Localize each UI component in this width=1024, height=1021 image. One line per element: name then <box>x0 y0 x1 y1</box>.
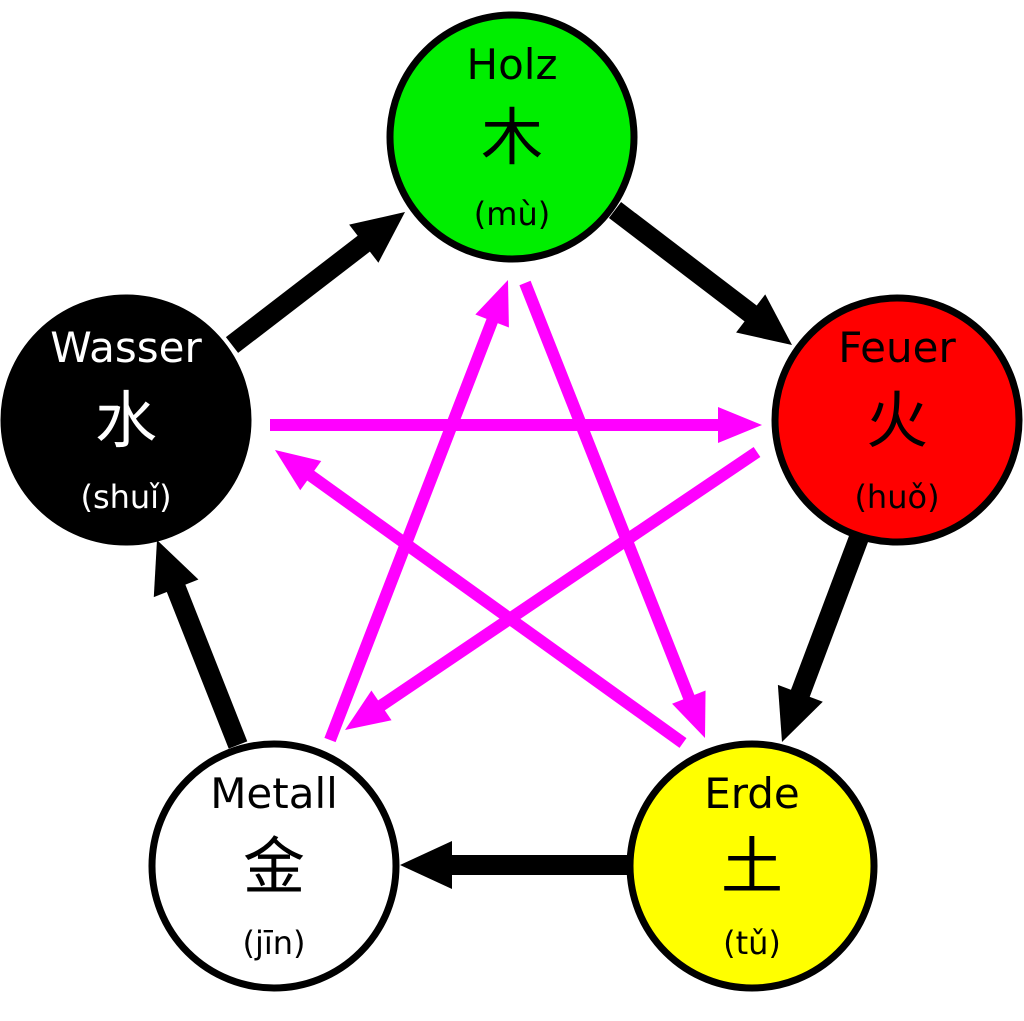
element-pinyin: (jīn) <box>242 924 305 962</box>
generating-arrow-metall-wasser-head <box>153 540 199 598</box>
element-circle-wasser <box>0 294 252 546</box>
controlling-cycle-arrows <box>270 280 762 748</box>
generating-arrow-erde-metall-head <box>400 841 452 889</box>
element-pinyin: (huǒ) <box>854 478 939 516</box>
generating-arrow-erde-metall <box>400 841 630 889</box>
controlling-arrow-metall-holz <box>324 280 509 743</box>
element-hanzi: 木 <box>481 101 543 174</box>
element-name: Erde <box>704 769 800 818</box>
controlling-arrow-metall-holz-head <box>475 280 509 328</box>
controlling-arrow-erde-wasser-head <box>275 450 322 491</box>
generating-arrow-feuer-erde <box>777 531 870 742</box>
generating-arrow-holz-feuer-shaft <box>608 202 759 323</box>
controlling-arrow-wasser-feuer-head <box>718 407 762 443</box>
generating-arrow-wasser-holz-head <box>349 212 405 263</box>
generating-arrow-feuer-erde-head <box>777 684 823 742</box>
element-pinyin: (mù) <box>474 195 550 233</box>
element-circle-holz <box>386 11 638 263</box>
element-name: Wasser <box>50 323 202 372</box>
generating-arrow-metall-wasser-shaft <box>166 582 248 749</box>
controlling-arrow-feuer-metall-shaft <box>376 447 761 712</box>
generating-cycle-arrows <box>153 202 870 889</box>
element-hanzi: 金 <box>243 830 305 903</box>
element-circle-metall <box>148 740 400 992</box>
element-node-erde: Erde 土 (tǔ) <box>626 740 878 992</box>
element-nodes: Holz 木 (mù) Feuer 火 (huǒ) Erde 土 (tǔ) Metall 金 (jīn… <box>0 11 1023 992</box>
element-node-metall: Metall 金 (jīn) <box>148 740 400 992</box>
element-pinyin: (shuǐ) <box>80 478 171 516</box>
element-node-feuer: Feuer 火 (huǒ) <box>771 294 1023 546</box>
element-circle-erde <box>626 740 878 992</box>
controlling-arrow-metall-holz-shaft <box>324 317 499 743</box>
generating-arrow-feuer-erde-shaft <box>790 531 870 699</box>
controlling-arrow-holz-erde <box>519 280 706 738</box>
controlling-arrow-holz-erde-shaft <box>519 280 696 702</box>
element-name: Holz <box>467 40 558 89</box>
controlling-arrow-feuer-metall-head <box>345 690 392 730</box>
generating-arrow-wasser-holz-shaft <box>225 234 372 353</box>
element-name: Metall <box>210 769 338 818</box>
generating-arrow-holz-feuer-head <box>736 294 792 345</box>
element-name: Feuer <box>838 323 956 372</box>
controlling-arrow-erde-wasser-shaft <box>305 469 687 748</box>
element-node-holz: Holz 木 (mù) <box>386 11 638 263</box>
controlling-arrow-feuer-metall <box>345 447 761 730</box>
generating-arrow-metall-wasser <box>153 540 248 749</box>
controlling-arrow-erde-wasser <box>275 450 687 748</box>
element-hanzi: 火 <box>866 384 928 457</box>
generating-arrow-wasser-holz <box>225 212 405 353</box>
element-hanzi: 土 <box>721 830 783 903</box>
controlling-arrow-holz-erde-head <box>672 690 706 738</box>
element-pinyin: (tǔ) <box>723 924 781 962</box>
element-hanzi: 水 <box>95 384 157 457</box>
generating-arrow-holz-feuer <box>608 202 792 345</box>
element-node-wasser: Wasser 水 (shuǐ) <box>0 294 252 546</box>
controlling-arrow-wasser-feuer <box>270 407 762 443</box>
element-circle-feuer <box>771 294 1023 546</box>
